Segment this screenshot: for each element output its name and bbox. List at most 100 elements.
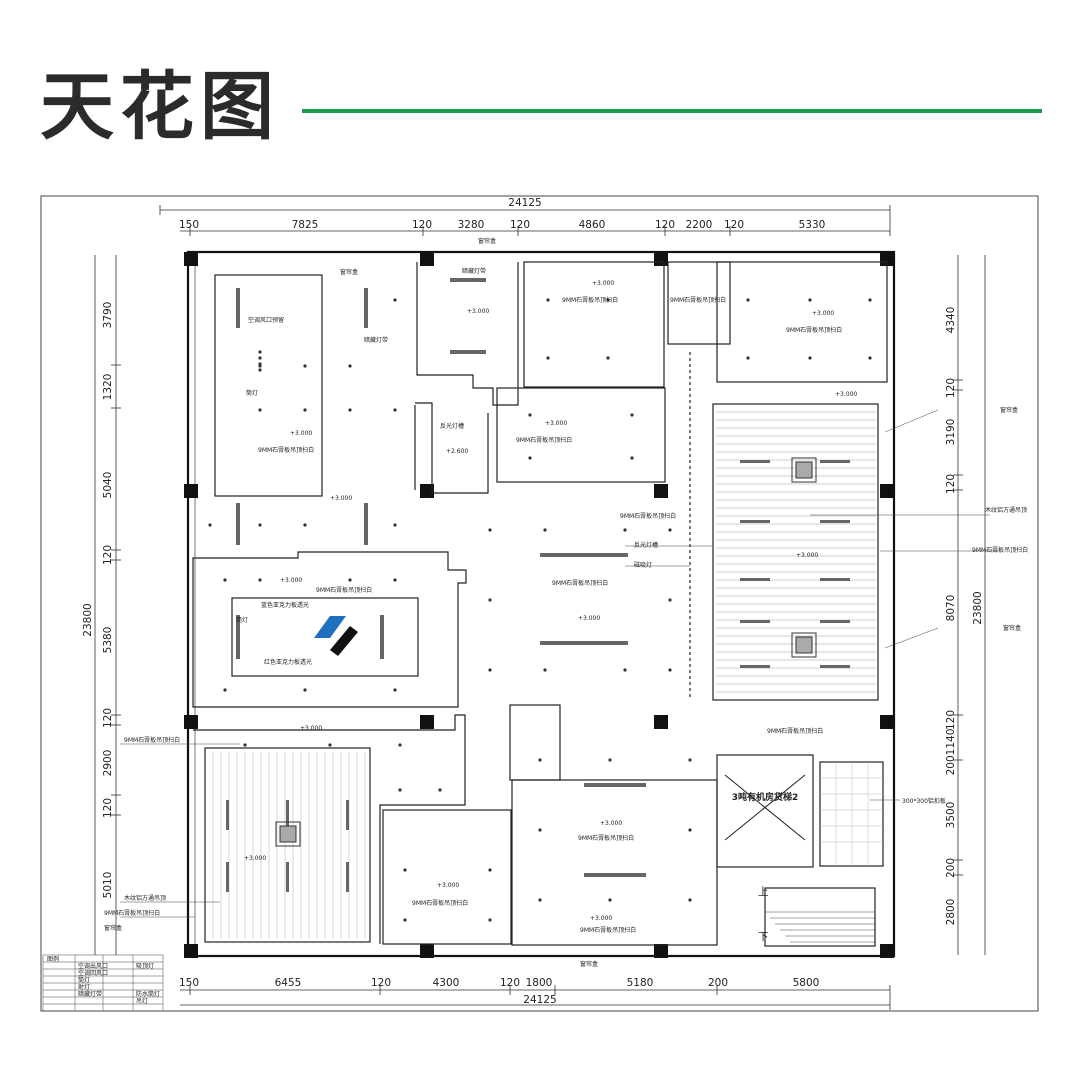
label-gypsum-8: 9MM石膏板吊顶扫白 [316,586,372,594]
elev-2: +3.000 [467,308,489,315]
label-gypsum-10: 9MM石膏板吊顶扫白 [412,899,468,907]
label-gypsum-6: 9MM石膏板吊顶扫白 [620,512,676,520]
right-dim-9: 200 [945,858,957,878]
legend-row-8: 防水筒灯 [136,990,160,998]
label-hidden-trough-2: 暗藏灯带 [364,336,388,344]
top-dim-5: 120 [510,219,530,231]
top-dim-6: 4860 [579,219,606,231]
elev-10: +3.000 [578,615,600,622]
annotation-labels: 空调风口预留 筒灯 9MM石膏板吊顶扫白 窗帘盒 窗帘盒 暗藏灯带 暗藏灯带 9… [104,237,1028,968]
top-segment-dims: 150 7825 120 3280 120 4860 120 2200 120 … [179,219,825,231]
title-accent-rule [302,109,1042,113]
bottom-segment-dims: 150 6455 120 4300 120 1800 5180 200 5800 [179,977,819,989]
left-dim-3: 5040 [102,472,114,499]
label-gypsum-left-1: 9MM石膏板吊顶扫白 [124,736,180,744]
label-gypsum-11: 9MM石膏板吊顶扫白 [578,834,634,842]
elev-12: +3.000 [300,725,322,732]
right-dim-7: 2001140 [945,729,957,776]
left-dim-9: 5010 [102,872,114,899]
label-shutter-light: 筒灯 [246,389,258,397]
logo-feature-icon [314,616,358,656]
bottom-dim-6: 1800 [526,977,553,989]
right-dim-6: 120 [945,710,957,730]
legend-table [42,954,164,1012]
left-dim-4: 120 [102,545,114,565]
elevator-label: 3吨有机房货梯2 [732,791,799,803]
elev-16: +3.000 [590,915,612,922]
label-hidden-trough: 暗藏灯带 [462,267,486,275]
label-curtain-box-bottom: 窗帘盒 [580,960,598,968]
label-wood-grille-2: 木纹铝方通吊顶 [124,894,166,902]
left-dim-1: 3790 [102,302,114,329]
bottom-dim-5: 120 [500,977,520,989]
bottom-overall-dim: 24125 [523,994,556,1006]
stair-treads [765,911,875,943]
bottom-dim-9: 5800 [793,977,820,989]
structural-columns [184,252,894,958]
elev-3: +3.000 [592,280,614,287]
label-gypsum-4: 9MM石膏板吊顶扫白 [786,326,842,334]
label-gypsum-2: 9MM石膏板吊顶扫白 [562,296,618,304]
right-segment-dims: 4340 120 3190 120 8070 120 2001140 3500 … [945,307,957,926]
label-blue-acrylic: 蓝色亚克力板透光 [261,601,309,609]
label-track-light: 磁吸灯 [634,561,652,569]
label-curtain-box-c: 窗帘盒 [1000,406,1018,414]
label-gypsum-left-2: 9MM石膏板吊顶扫白 [104,909,160,917]
label-stair-up: 上 [758,886,769,898]
left-overall-dim: 23800 [82,603,94,636]
label-track-light-2: 筒灯 [236,616,248,624]
label-curtain-box-b: 窗帘盒 [478,237,496,245]
right-dimension-chain [953,255,986,955]
tile-grid [820,762,883,866]
legend-row-5: 射灯 [78,983,90,991]
leader-lines [120,409,1000,918]
elev-1: +3.000 [290,430,312,437]
elev-4: +3.000 [812,310,834,317]
top-dimension-chain [159,205,891,236]
right-dim-5: 8070 [945,595,957,622]
label-gypsum-12: 9MM石膏板吊顶扫白 [580,926,636,934]
top-dim-2: 7825 [292,219,319,231]
legend-rows: 图例 空调出风口 空调回风口 筒灯 射灯 暗藏灯带 吸顶灯 防水筒灯 吊灯 [47,955,160,1005]
bottom-dim-8: 200 [708,977,728,989]
label-tile-grid: 300*300铝扣板 [902,797,946,805]
page-title: 天花图 [40,64,280,150]
bottom-dim-4: 4300 [433,977,460,989]
right-dim-1: 4340 [945,307,957,334]
label-stair-down: 下 [758,931,769,943]
elev-15: +3.000 [600,820,622,827]
label-reflector-2: 反光灯槽 [634,541,658,549]
left-dim-5: 5380 [102,627,114,654]
elev-13: +3.000 [244,855,266,862]
top-dim-4: 3280 [458,219,485,231]
legend-row-1: 图例 [47,955,59,963]
left-segment-dims: 3790 1320 5040 120 5380 120 2900 120 501… [102,302,114,899]
label-curtain-box-d: 窗帘盒 [1003,624,1021,632]
top-dim-10: 5330 [799,219,826,231]
label-gypsum-1: 9MM石膏板吊顶扫白 [258,446,314,454]
legend-row-7: 吸顶灯 [136,962,154,970]
label-gypsum-right: 9MM石膏板吊顶扫白 [972,546,1028,554]
label-curtain-box-e: 窗帘盒 [104,924,122,932]
top-dim-3: 120 [412,219,432,231]
right-dim-2: 120 [945,378,957,398]
legend-row-2: 空调出风口 [78,962,108,970]
label-red-acrylic: 红色亚克力板透光 [264,658,312,666]
top-dim-1: 150 [179,219,199,231]
legend-row-6: 暗藏灯带 [78,990,102,998]
bottom-dim-1: 150 [179,977,199,989]
left-dim-7: 2900 [102,750,114,777]
elev-9: +3.000 [796,552,818,559]
elev-14: +3.000 [437,882,459,889]
legend-row-9: 吊灯 [136,997,148,1005]
left-dim-8: 120 [102,798,114,818]
label-curtain-box-a: 窗帘盒 [340,268,358,276]
legend-row-4: 筒灯 [78,976,90,984]
elev-6: +2.600 [446,448,468,455]
label-gypsum-3: 9MM石膏板吊顶扫白 [670,296,726,304]
bottom-dim-7: 5180 [627,977,654,989]
left-dim-6: 120 [102,708,114,728]
left-dim-2: 1320 [102,374,114,401]
elev-11: +3.000 [280,577,302,584]
